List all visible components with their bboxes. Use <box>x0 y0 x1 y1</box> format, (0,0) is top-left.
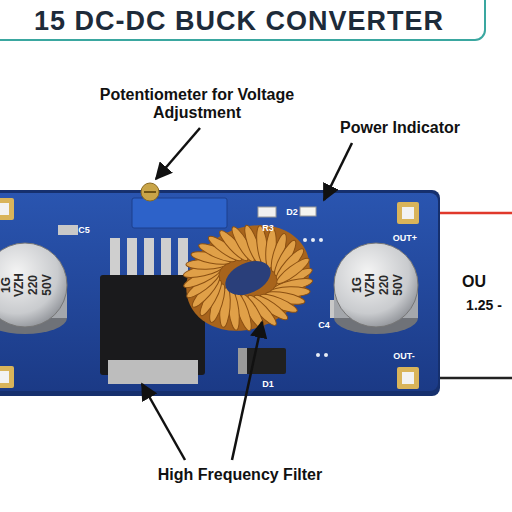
part-name: C5 <box>78 225 90 235</box>
title-frame <box>0 0 485 40</box>
d1-diode <box>238 348 286 374</box>
cap-left-top <box>0 243 67 327</box>
cap-marking: 1G <box>351 277 365 293</box>
part-name: D2 <box>286 207 298 217</box>
c5-cap <box>58 225 78 235</box>
cap-marking: 50V <box>41 274 55 295</box>
inductor-coil <box>169 206 327 351</box>
callout-label: Power Indicator <box>340 119 460 137</box>
cap-marking: 1G <box>0 277 14 293</box>
output-label: OU <box>462 273 486 291</box>
cap-marking: 50V <box>392 274 406 295</box>
cap-marking: VZH <box>364 273 378 297</box>
callout-label: High Frequency Filter <box>158 466 322 484</box>
leader-lines <box>142 128 352 460</box>
cap-marking: VZH <box>13 273 27 297</box>
part-name: D1 <box>262 379 274 389</box>
output-range: 1.25 - <box>466 297 502 313</box>
d1-band <box>238 348 247 374</box>
title-text: 15 DC-DC BUCK CONVERTER <box>34 6 444 37</box>
cap-marking: 220 <box>27 275 41 295</box>
pin-name: OUT+ <box>393 233 417 243</box>
d2-led <box>300 207 316 216</box>
cap-marking: 220 <box>378 275 392 295</box>
callout-label: Potentiometer for Voltage Adjustment <box>95 86 300 123</box>
regulator-chip <box>100 238 205 384</box>
potentiometer <box>132 183 227 228</box>
part-name: R3 <box>262 223 274 233</box>
r3-resistor <box>258 207 276 217</box>
cap-right-top <box>334 243 418 327</box>
part-name: C4 <box>318 320 330 330</box>
pin-name: OUT- <box>393 351 415 361</box>
